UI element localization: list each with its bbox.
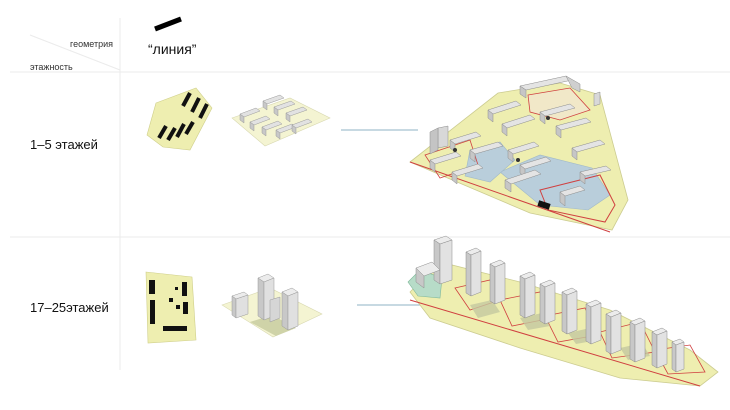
tower-side [429, 127, 439, 155]
tower-front [634, 320, 646, 363]
line-block [182, 282, 187, 296]
line-block [169, 298, 173, 302]
building-side [429, 159, 436, 173]
tower-front [494, 262, 506, 305]
line-geometry-icon [154, 16, 182, 32]
line-block [176, 305, 180, 309]
tower-front [544, 282, 556, 325]
line-block [184, 120, 195, 136]
masterplan-marker [453, 148, 457, 152]
low-rise-masterplan [409, 75, 629, 233]
tower-side [671, 341, 677, 373]
masterplan-towers [415, 235, 685, 373]
tower-front [470, 250, 482, 297]
row-label-high-rise: 17–25этажей [30, 300, 109, 315]
table-grid [10, 18, 730, 370]
header-diagonal [29, 34, 121, 71]
tower-front [675, 341, 685, 373]
building-side [451, 171, 458, 185]
tower-front [566, 290, 578, 335]
geometry-header: геометрия [70, 39, 114, 49]
line-block [183, 302, 188, 314]
high-rise-plan-diagram [145, 271, 197, 344]
tower-side [539, 283, 546, 325]
building-side [519, 85, 527, 99]
high-rise-masterplan [407, 235, 719, 387]
tower-front [656, 330, 668, 369]
tower-side [465, 251, 472, 297]
high-rise-axonometric-model [221, 273, 323, 338]
tower-side [651, 331, 658, 369]
masterplan-red-edge [409, 161, 611, 233]
building-side [469, 149, 476, 163]
masterplan-buildings [429, 75, 612, 207]
building-side [555, 125, 562, 139]
tower-front [235, 294, 249, 319]
line-block [166, 126, 177, 142]
tower-front [439, 239, 453, 285]
masterplan-red-edge [409, 299, 701, 387]
block-side [285, 112, 291, 123]
line-block [150, 300, 155, 324]
block-side [239, 113, 245, 124]
masterplan-marker [516, 158, 520, 162]
block-side [262, 100, 268, 111]
building-side [579, 171, 586, 185]
high-rise-model-towers [231, 273, 299, 331]
tower-side [629, 321, 636, 363]
building-side [501, 123, 508, 137]
tower-front [610, 312, 622, 355]
block-side [249, 121, 255, 132]
tower-side [231, 295, 237, 319]
building-side [504, 179, 512, 193]
masterplan-marker [546, 116, 550, 120]
building-side [571, 147, 578, 161]
line-block [190, 97, 201, 113]
line-block [175, 287, 178, 290]
block-side [291, 124, 297, 135]
tower-side [281, 291, 289, 331]
line-block [181, 92, 192, 107]
tower-side [561, 291, 568, 335]
tower-side [605, 313, 612, 355]
building-side [487, 109, 494, 123]
low-rise-plot-shape [146, 87, 213, 151]
masterplan-black-block [537, 200, 551, 210]
tower-front [524, 274, 536, 319]
low-rise-axonometric-model [231, 94, 331, 147]
row-label-low-rise: 1–5 этажей [30, 137, 98, 152]
line-block [175, 123, 186, 138]
shadow [470, 300, 500, 318]
line-type-label: “линия” [148, 41, 197, 57]
low-rise-plan-diagram [146, 87, 213, 151]
building-side [565, 75, 581, 93]
low-rise-line-blocks [157, 92, 209, 142]
line-block [149, 280, 155, 294]
tower-side [257, 277, 265, 321]
high-rise-black-blocks [149, 280, 188, 331]
building-side [559, 191, 566, 207]
tower-front [590, 302, 602, 345]
floors-header: этажность [30, 62, 73, 72]
tower [437, 125, 449, 149]
high-rise-model-shadow [250, 315, 296, 336]
block-side [275, 129, 281, 140]
block-side [273, 106, 279, 117]
low-rise-model-blocks [239, 94, 313, 140]
block-side [261, 126, 267, 137]
tower-front [269, 296, 281, 323]
podium-side [415, 267, 425, 289]
line-block [163, 326, 187, 331]
tower-front [287, 291, 299, 331]
line-block [198, 103, 209, 119]
tower [593, 91, 601, 107]
tower-side [585, 303, 592, 345]
tower-side [489, 263, 496, 305]
building-side [539, 111, 546, 125]
tower-side [519, 275, 526, 319]
tower-side [433, 239, 441, 285]
building-side [507, 149, 514, 163]
line-block [157, 124, 168, 140]
